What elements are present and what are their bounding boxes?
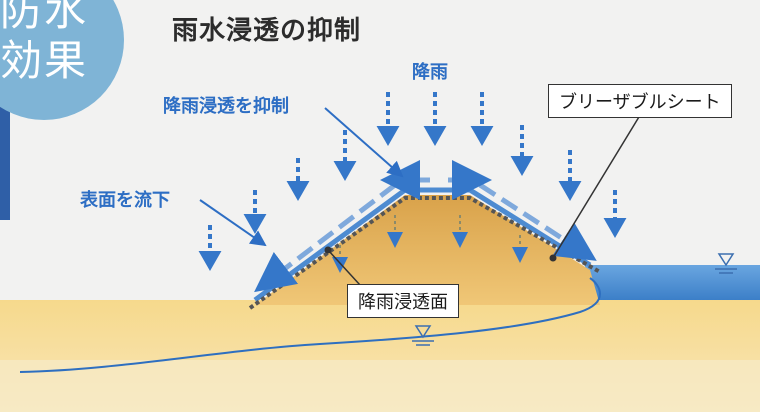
leader-lines — [199, 107, 404, 247]
badge-line-1: 防水 — [0, 0, 89, 35]
rain-arrow — [198, 225, 222, 272]
water-level-icon — [412, 325, 434, 346]
embankment-surface — [253, 187, 592, 303]
side-band — [0, 100, 10, 220]
rain-arrow — [376, 92, 400, 147]
sheet-label-box: ブリーザブルシート — [548, 84, 732, 118]
rain-arrow — [423, 92, 447, 147]
rain-arrow — [286, 158, 310, 202]
rain-arrow — [558, 150, 582, 202]
infiltration-marker — [324, 246, 332, 254]
badge-line-2: 効果 — [0, 36, 89, 85]
ground-lower — [0, 360, 760, 412]
leader-lines-dark — [327, 111, 643, 286]
rain-label: 降雨 — [412, 62, 448, 83]
rain-arrow — [243, 190, 267, 235]
breathable-sheet-line — [248, 196, 601, 310]
sheet-marker — [549, 254, 557, 262]
rain-arrow — [603, 190, 627, 239]
river-water — [585, 265, 760, 300]
surface-flow-arrows — [254, 160, 597, 293]
minor-infiltration-arrows — [332, 215, 528, 273]
rain-arrow — [333, 130, 357, 182]
page-title: 雨水浸透の抑制 — [172, 16, 362, 46]
rain-arrows — [198, 92, 627, 272]
infiltration-label-box: 降雨浸透面 — [347, 284, 459, 318]
surface-flow-label: 表面を流下 — [80, 190, 170, 211]
rain-arrow — [470, 92, 494, 147]
water-level-icon — [715, 253, 737, 274]
suppress-label: 降雨浸透を抑制 — [163, 96, 289, 117]
phreatic-line — [19, 277, 601, 373]
rain-arrow — [510, 125, 534, 177]
embankment — [255, 195, 600, 305]
